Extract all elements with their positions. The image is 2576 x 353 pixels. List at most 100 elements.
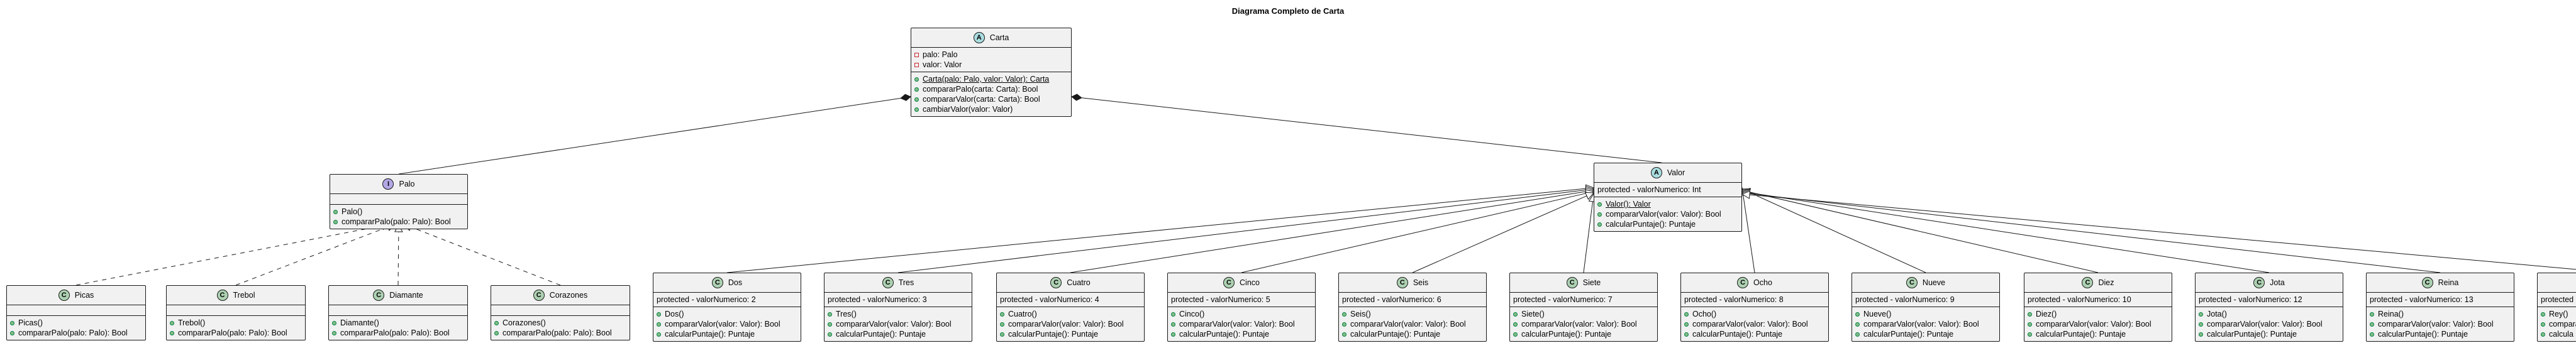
method-text: calcularPuntaje(): Puntaje [1008,330,1099,339]
field-text: valor: Valor [923,60,962,69]
method-text: Cinco() [1179,310,1205,318]
public-visibility-icon [2541,332,2545,337]
class-methods: Diamante()compararPalo(palo: Palo): Bool [329,316,467,340]
public-visibility-icon [1855,312,1860,317]
class-methods: Siete()compararValor(valor: Valor): Bool… [1510,307,1657,341]
method-row: calcularPuntaje(): Puntaje [1852,329,1999,339]
class-name: Valor [1667,168,1685,177]
method-row: calcula [2538,329,2576,339]
class-name: Diez [2098,278,2114,287]
public-visibility-icon [170,330,174,335]
public-visibility-icon [2028,312,2032,317]
class-fields: protected - valorNumerico: 5 [1168,293,1315,307]
method-text: compararPalo(palo: Palo): Bool [178,329,287,337]
class-fields: protected - valorNumerico: 2 [653,293,801,307]
method-text: Rey() [2549,310,2568,318]
inheritance-arrow-icon [1584,192,1595,200]
public-visibility-icon [1000,332,1004,337]
method-row: compararPalo(palo: Palo): Bool [167,328,305,338]
method-text: compararValor(valor: Valor): Bool [2036,320,2151,329]
composition-diamond-icon [900,94,911,101]
class-spot-icon: C [1050,277,1062,288]
public-visibility-icon [1513,322,1518,327]
method-row: compararPalo(palo: Palo): Bool [330,217,467,227]
private-visibility-icon [914,52,919,57]
public-visibility-icon [1597,222,1602,227]
method-text: compararPalo(palo: Palo): Bool [18,329,128,337]
class-spot-icon: C [1566,277,1578,288]
abstract-spot-icon: A [1650,167,1662,178]
public-visibility-icon [2199,312,2203,317]
method-text: compararValor(valor: Valor): Bool [1606,210,1721,219]
class-spot-icon: C [2082,277,2094,288]
class-header: C [2538,273,2576,293]
field-text: protected - valorNumerico: 3 [828,295,927,304]
class-rey[interactable]: CprotectedRey() compararVcalcula [2537,273,2576,342]
method-text: calcularPuntaje(): Puntaje [1606,220,1696,229]
class-spot-icon: C [216,290,228,301]
method-text: Seis() [1350,310,1371,318]
method-text: compararV [2549,320,2576,329]
public-visibility-icon [10,330,14,335]
relation-picas-palo [75,221,391,286]
public-visibility-icon [914,77,919,82]
method-text: Picas() [18,318,43,327]
public-visibility-icon [1684,312,1689,317]
method-row: compararValor(valor: Valor): Bool [997,319,1144,329]
method-text: calcularPuntaje(): Puntaje [2378,330,2468,339]
method-row: compararValor(valor: Valor): Bool [2196,319,2343,329]
public-visibility-icon [1513,312,1518,317]
method-row: Siete() [1510,309,1657,319]
field-row: valor: Valor [911,60,1071,70]
method-text: calcularPuntaje(): Puntaje [665,330,755,339]
class-spot-icon: C [58,290,70,301]
method-text: compararValor(valor: Valor): Bool [1863,320,1979,329]
field-row: palo: Palo [911,50,1071,60]
method-row: compararValor(valor: Valor): Bool [1681,319,1828,329]
field-text: protected - valorNumerico: 12 [2199,295,2302,304]
method-text: Diez() [2036,310,2057,318]
method-row: Cuatro() [997,309,1144,319]
public-visibility-icon [1513,332,1518,337]
method-row: Ocho() [1681,309,1828,319]
generalization-line [726,188,1587,273]
class-fields: protected [2538,293,2576,307]
method-row: calcularPuntaje(): Puntaje [1510,329,1657,339]
class-fields: protected - valorNumerico: 13 [2367,293,2514,307]
method-row: compararPalo(palo: Palo): Bool [329,328,467,338]
public-visibility-icon [914,107,919,112]
method-row: Diez() [2024,309,2172,319]
class-name: Cinco [1240,278,1260,287]
realization-line [411,226,561,286]
method-text: compararPalo(palo: Palo): Bool [341,217,451,226]
public-visibility-icon [2028,322,2032,327]
class-methods: Palo()compararPalo(palo: Palo): Bool [330,205,467,229]
generalization-line [1749,193,2441,273]
method-row: compararValor(valor: Valor): Bool [2367,319,2514,329]
